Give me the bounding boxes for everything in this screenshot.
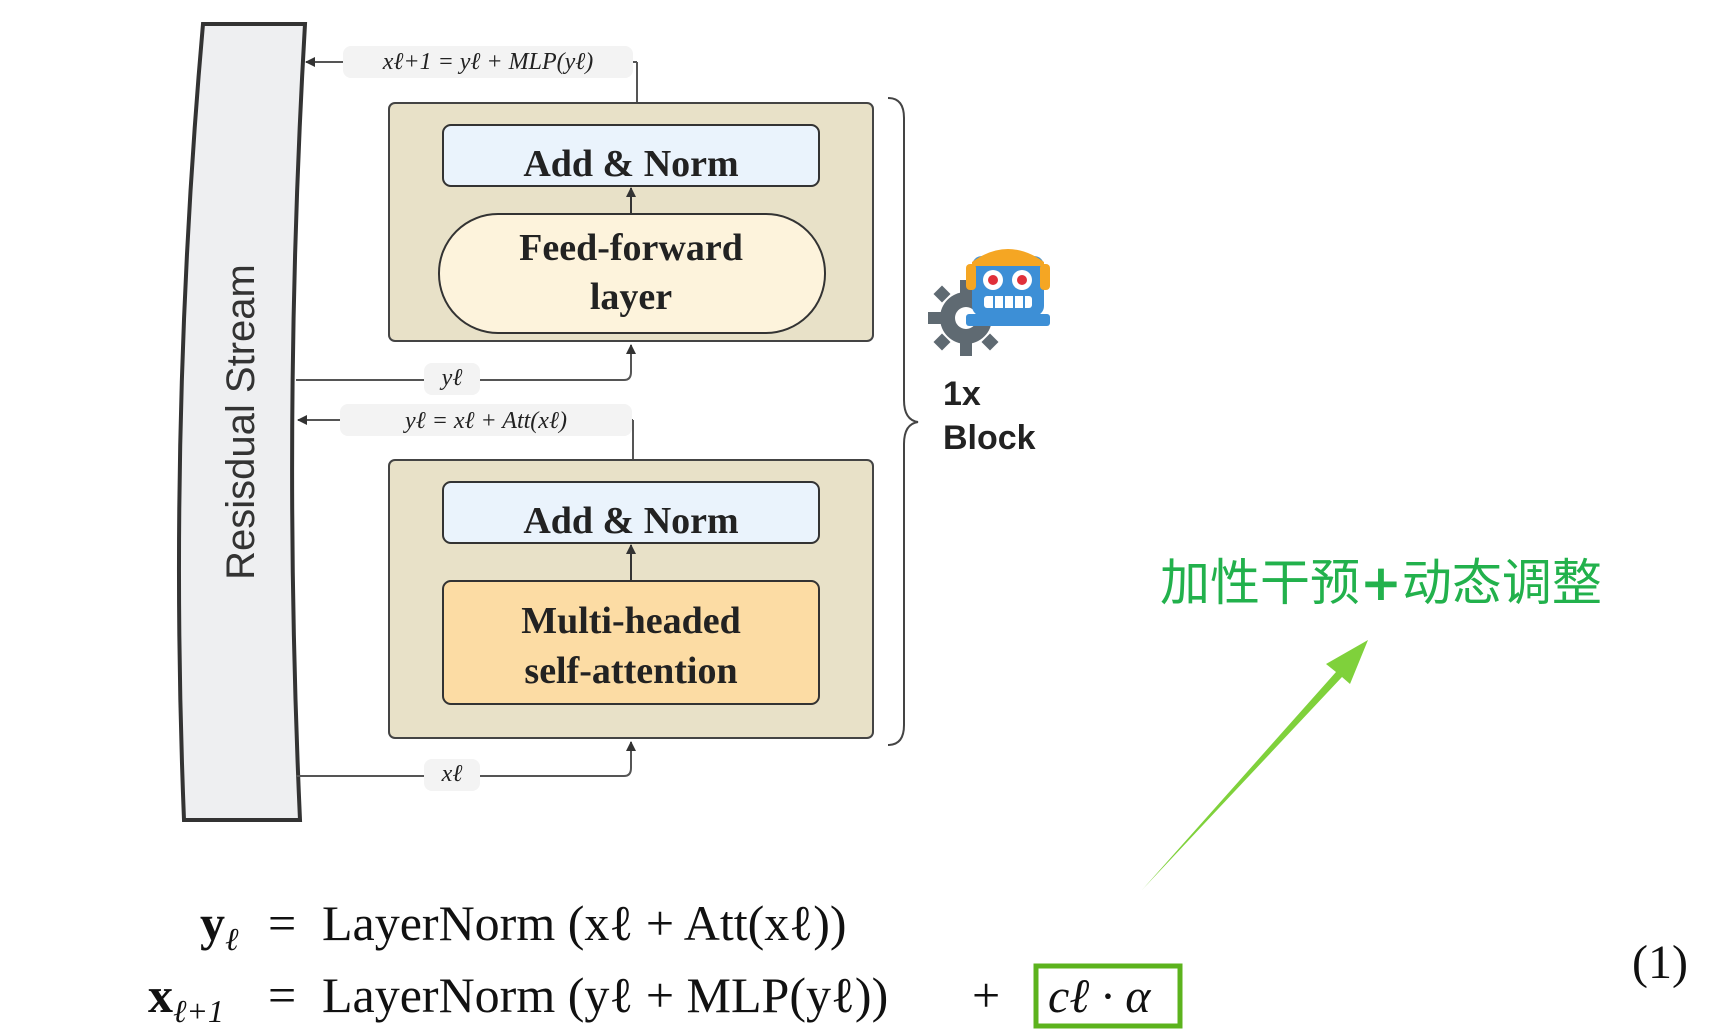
- attention-box: [442, 580, 820, 705]
- svg-text:yℓ: yℓ: [200, 895, 239, 957]
- x-tag-bg: [424, 759, 480, 791]
- robot-gear-icon: [928, 249, 1050, 356]
- annotation-text: 加性干预+动态调整: [1160, 554, 1602, 612]
- boxed-term-frame: [1033, 963, 1183, 1029]
- svg-text:=: =: [268, 895, 296, 951]
- block-brace: [887, 97, 919, 746]
- residual-stream-shape: [176, 22, 308, 822]
- equation-line-2: xℓ+1 = LayerNorm (yℓ + MLP(yℓ)) + cℓ · α: [148, 963, 1183, 1029]
- equation-line-1: yℓ = LayerNorm (xℓ + Att(xℓ)): [200, 895, 847, 957]
- top-output-label: xℓ+1 = yℓ + MLP(yℓ): [382, 49, 594, 75]
- block-count-line1: 1x: [943, 375, 981, 413]
- block-count-line2: Block: [943, 419, 1036, 457]
- boxed-term: cℓ · α: [1048, 970, 1151, 1023]
- ffn-text-line2: layer: [590, 276, 672, 318]
- attention-text-line1: Multi-headed: [521, 600, 741, 642]
- residual-stream-label: Resisdual Stream: [219, 264, 263, 580]
- x-tag: xℓ: [441, 761, 463, 787]
- mid-output-label: yℓ = xℓ + Att(xℓ): [403, 408, 567, 434]
- ffn-text-line1: Feed-forward: [519, 227, 743, 269]
- annotation-arrow: [1142, 640, 1368, 890]
- upper-add-norm-box: [442, 124, 820, 187]
- svg-text:LayerNorm (xℓ + Att(xℓ)): LayerNorm (xℓ + Att(xℓ)): [322, 895, 847, 951]
- svg-text:=: =: [268, 967, 296, 1023]
- svg-text:xℓ+1: xℓ+1: [148, 967, 224, 1029]
- upper-add-norm-text: Add & Norm: [523, 143, 738, 185]
- svg-text:LayerNorm (yℓ + MLP(yℓ)): LayerNorm (yℓ + MLP(yℓ)): [322, 967, 888, 1023]
- svg-text:+: +: [972, 967, 1000, 1023]
- lower-add-norm-box: [442, 481, 820, 544]
- ffn-box: [438, 213, 826, 334]
- top-output-label-bg: [343, 46, 633, 78]
- lower-add-norm-text: Add & Norm: [523, 500, 738, 542]
- mid-output-label-bg: [340, 404, 632, 436]
- attention-text-line2: self-attention: [524, 650, 737, 692]
- equation-number: (1): [1632, 936, 1688, 989]
- y-tag: yℓ: [440, 365, 463, 391]
- y-tag-bg: [424, 363, 480, 395]
